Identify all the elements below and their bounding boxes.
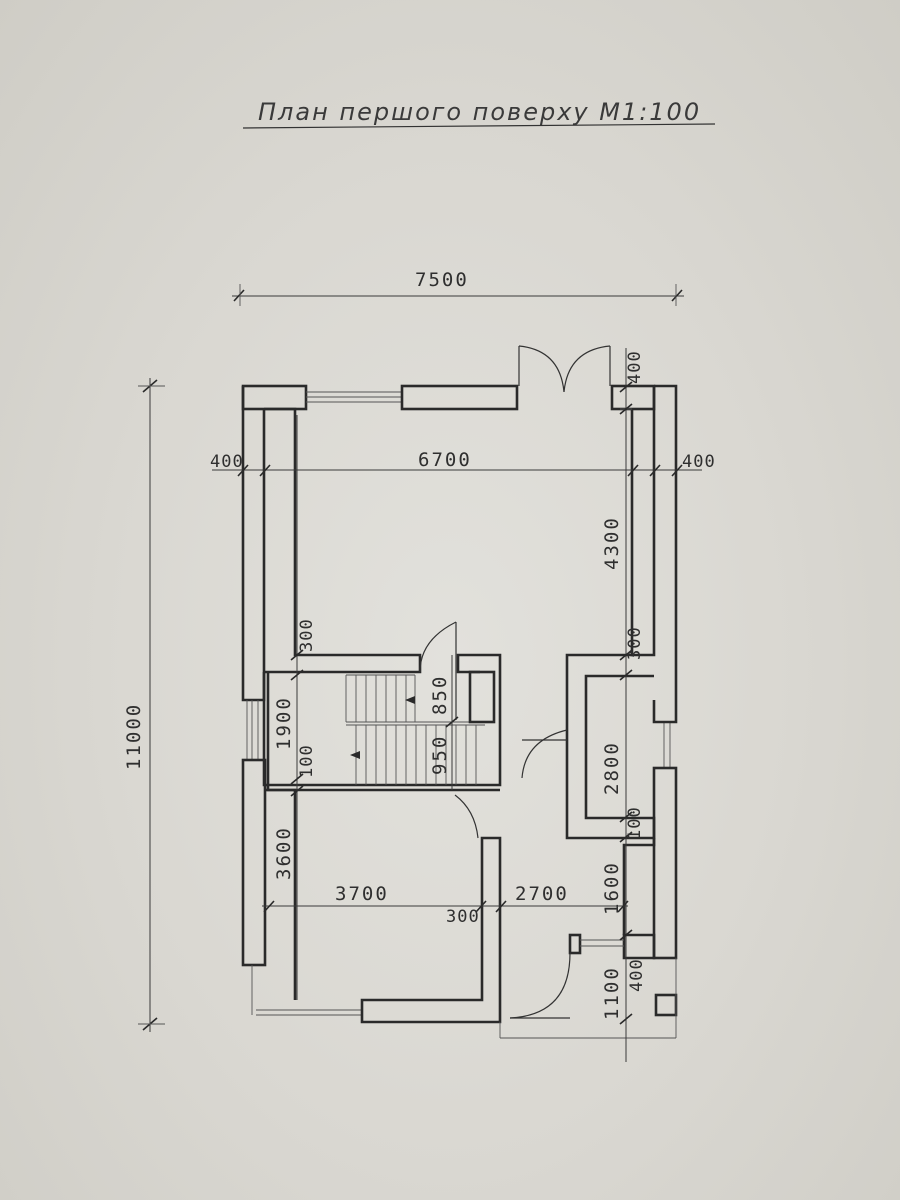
- label-room-width: 3700: [335, 883, 389, 905]
- label-overall-height: 11000: [123, 703, 145, 770]
- dimension-overall-height: 11000: [123, 378, 165, 1032]
- label-hall-depth: 4300: [601, 516, 623, 570]
- stair-block: [262, 653, 502, 792]
- label-room-depth: 3600: [273, 826, 295, 880]
- wall-bottom: [360, 836, 502, 1024]
- label-partition-left: 300: [297, 618, 317, 652]
- dimension-chain-left: 300 1900 100 3600: [273, 415, 317, 1000]
- radiator-mark: [568, 933, 582, 955]
- wall-top-middle: [400, 384, 519, 411]
- entry-vestibule: [509, 838, 656, 1019]
- wall-top-left: [241, 384, 402, 411]
- closet-room: [521, 653, 656, 840]
- label-stair-upper: 850: [429, 675, 451, 715]
- label-partition-mid-left: 100: [297, 744, 317, 778]
- window-left: [246, 700, 259, 760]
- dimension-row-bottom: 3700 300 2700: [262, 883, 629, 927]
- dimension-chain-right: 400 4300 300 2800 100 1600 1100 400: [601, 348, 647, 1062]
- plan-title: План першого поверху М1:100: [258, 98, 701, 126]
- title-underline: [242, 123, 716, 129]
- stair-arrow-down: [350, 751, 360, 759]
- label-wall-top-right: 400: [625, 350, 645, 384]
- label-porch-wall: 400: [627, 958, 647, 992]
- entrance-double-door: [518, 345, 611, 393]
- door-lower-room: [454, 794, 479, 839]
- wall-top-right: [610, 384, 656, 411]
- wall-right-lower: [622, 700, 678, 960]
- label-wall-left-top: 400: [210, 452, 244, 472]
- label-stair-depth: 1900: [273, 696, 295, 750]
- door-stair-area: [419, 621, 457, 720]
- dimension-row-top: 400 6700 400: [210, 449, 716, 477]
- porch: [499, 958, 678, 1039]
- label-wall-right-top: 400: [682, 452, 716, 472]
- label-closet-depth: 2800: [601, 741, 623, 795]
- stair-arrow-up: [405, 696, 415, 704]
- window-right: [663, 722, 671, 768]
- dimension-overall-width: 7500: [232, 269, 684, 306]
- label-inner-width-top: 6700: [418, 449, 472, 471]
- window-bottom-left: [251, 965, 362, 1016]
- label-entry-width: 2700: [515, 883, 569, 905]
- label-stair-lower: 950: [429, 735, 451, 775]
- label-overall-width: 7500: [415, 269, 469, 291]
- label-partition-right: 300: [625, 626, 645, 660]
- wall-left-upper: [241, 386, 422, 702]
- utility-box: [468, 670, 496, 724]
- label-partition-mid-right: 100: [625, 806, 645, 840]
- label-entry-depth: 1600: [601, 861, 623, 915]
- label-porch-depth: 1100: [601, 966, 623, 1020]
- dimension-chain-stair: 850 950: [429, 655, 459, 790]
- label-partition-bottom: 300: [446, 907, 480, 927]
